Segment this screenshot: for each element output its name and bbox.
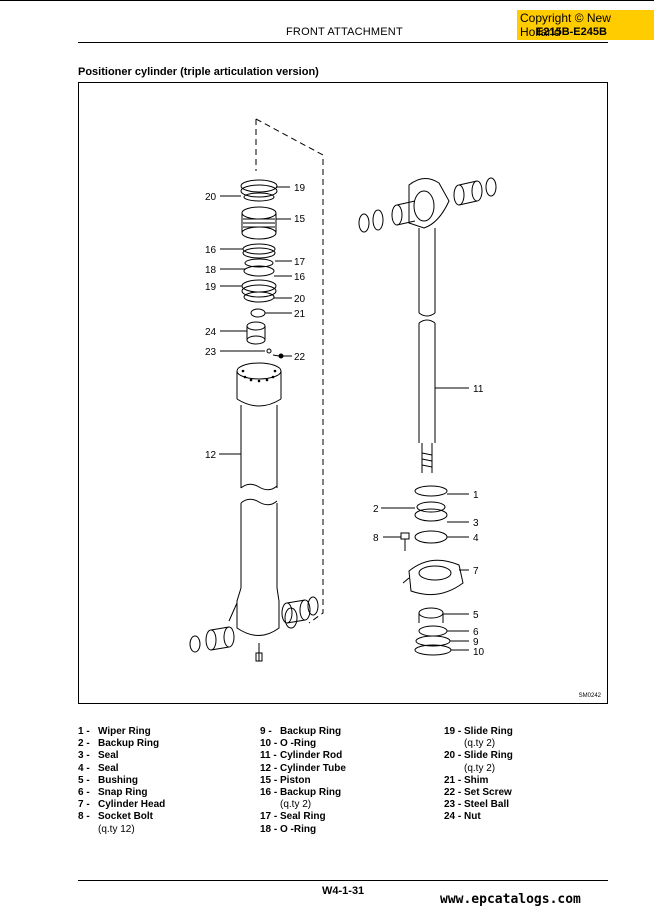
legend-item: 6 -Snap Ring	[78, 787, 148, 799]
label-5: 5	[473, 610, 479, 621]
legend-item: 11 -Cylinder Rod	[260, 750, 343, 762]
footer-rule	[78, 880, 608, 881]
legend-item: 15 -Piston	[260, 774, 311, 786]
legend-item: 4 -Seal	[78, 762, 119, 774]
model-number: E215B-E245B	[536, 26, 607, 38]
legend-column-1: 1 -Wiper Ring 2 -Backup Ring 3 -Seal 4 -…	[78, 726, 165, 836]
cylinder-diagram-svg: 19 20 15 16 17 18 16 19 20 21 24 23 22 1…	[189, 118, 497, 662]
legend-item: 2 -Backup Ring	[78, 738, 160, 750]
legend-column-3: 19 -Slide Ring(q.ty 2) 20 -Slide Ring(q.…	[444, 726, 513, 824]
legend-item: 9 -Backup Ring	[260, 726, 342, 737]
label-22: 22	[294, 352, 306, 363]
legend-column-2: 9 -Backup Ring 10 -O -Ring 11 -Cylinder …	[260, 726, 346, 836]
legend-item: 8 -Socket Bolt(q.ty 12)	[78, 811, 165, 835]
legend-item: 5 -Bushing	[78, 774, 138, 786]
quantity-note: (q.ty 12)	[98, 823, 135, 835]
label-10: 10	[473, 647, 485, 658]
label-16-left: 16	[205, 245, 217, 256]
website-watermark: www.epcatalogs.com	[440, 892, 581, 907]
legend-item: 1 -Wiper Ring	[78, 726, 151, 737]
label-3: 3	[473, 518, 479, 529]
legend-item: 20 -Slide Ring(q.ty 2)	[444, 750, 513, 774]
label-8: 8	[373, 533, 379, 544]
quantity-note: (q.ty 2)	[280, 799, 312, 811]
label-19-top: 19	[294, 183, 306, 194]
legend-item: 21 -Shim	[444, 774, 489, 786]
top-border	[0, 0, 654, 1]
label-16-right: 16	[294, 272, 306, 283]
label-18: 18	[205, 265, 217, 276]
label-17: 17	[294, 257, 306, 268]
exploded-diagram: 19 20 15 16 17 18 16 19 20 21 24 23 22 1…	[78, 82, 608, 704]
legend-item: 12 -Cylinder Tube	[260, 762, 346, 774]
legend-item: 23 -Steel Ball	[444, 799, 510, 811]
legend-item: 7 -Cylinder Head	[78, 799, 166, 811]
label-15: 15	[294, 214, 306, 225]
legend-item: 3 -Seal	[78, 750, 119, 762]
page-header-title: FRONT ATTACHMENT	[286, 26, 403, 38]
label-2: 2	[373, 504, 379, 515]
figure-code: SM0242	[578, 693, 601, 699]
legend-item: 17 -Seal Ring	[260, 811, 326, 823]
legend-item: 18 -O -Ring	[260, 823, 317, 835]
legend-item: 22 -Set Screw	[444, 787, 512, 799]
legend-item: 16 -Backup Ring(q.ty 2)	[260, 787, 346, 811]
label-21: 21	[294, 309, 306, 320]
label-12: 12	[205, 450, 217, 461]
quantity-note: (q.ty 2)	[464, 738, 496, 750]
copyright-badge: Copyright © New Holland	[517, 10, 654, 40]
label-1: 1	[473, 490, 479, 501]
legend-item: 19 -Slide Ring(q.ty 2)	[444, 726, 513, 750]
label-11: 11	[473, 384, 484, 395]
label-19-bottom: 19	[205, 282, 217, 293]
label-7: 7	[473, 566, 479, 577]
label-4: 4	[473, 533, 479, 544]
header-rule	[78, 42, 608, 43]
section-title: Positioner cylinder (triple articulation…	[78, 66, 319, 78]
label-9: 9	[473, 637, 479, 648]
label-20-top: 20	[205, 192, 217, 203]
label-24: 24	[205, 327, 217, 338]
quantity-note: (q.ty 2)	[464, 762, 496, 774]
legend-item: 10 -O -Ring	[260, 738, 317, 750]
label-6: 6	[473, 627, 479, 638]
label-20-bottom: 20	[294, 294, 306, 305]
legend-item: 24 -Nut	[444, 811, 481, 823]
page-number: W4-1-31	[322, 885, 365, 897]
label-23: 23	[205, 347, 217, 358]
